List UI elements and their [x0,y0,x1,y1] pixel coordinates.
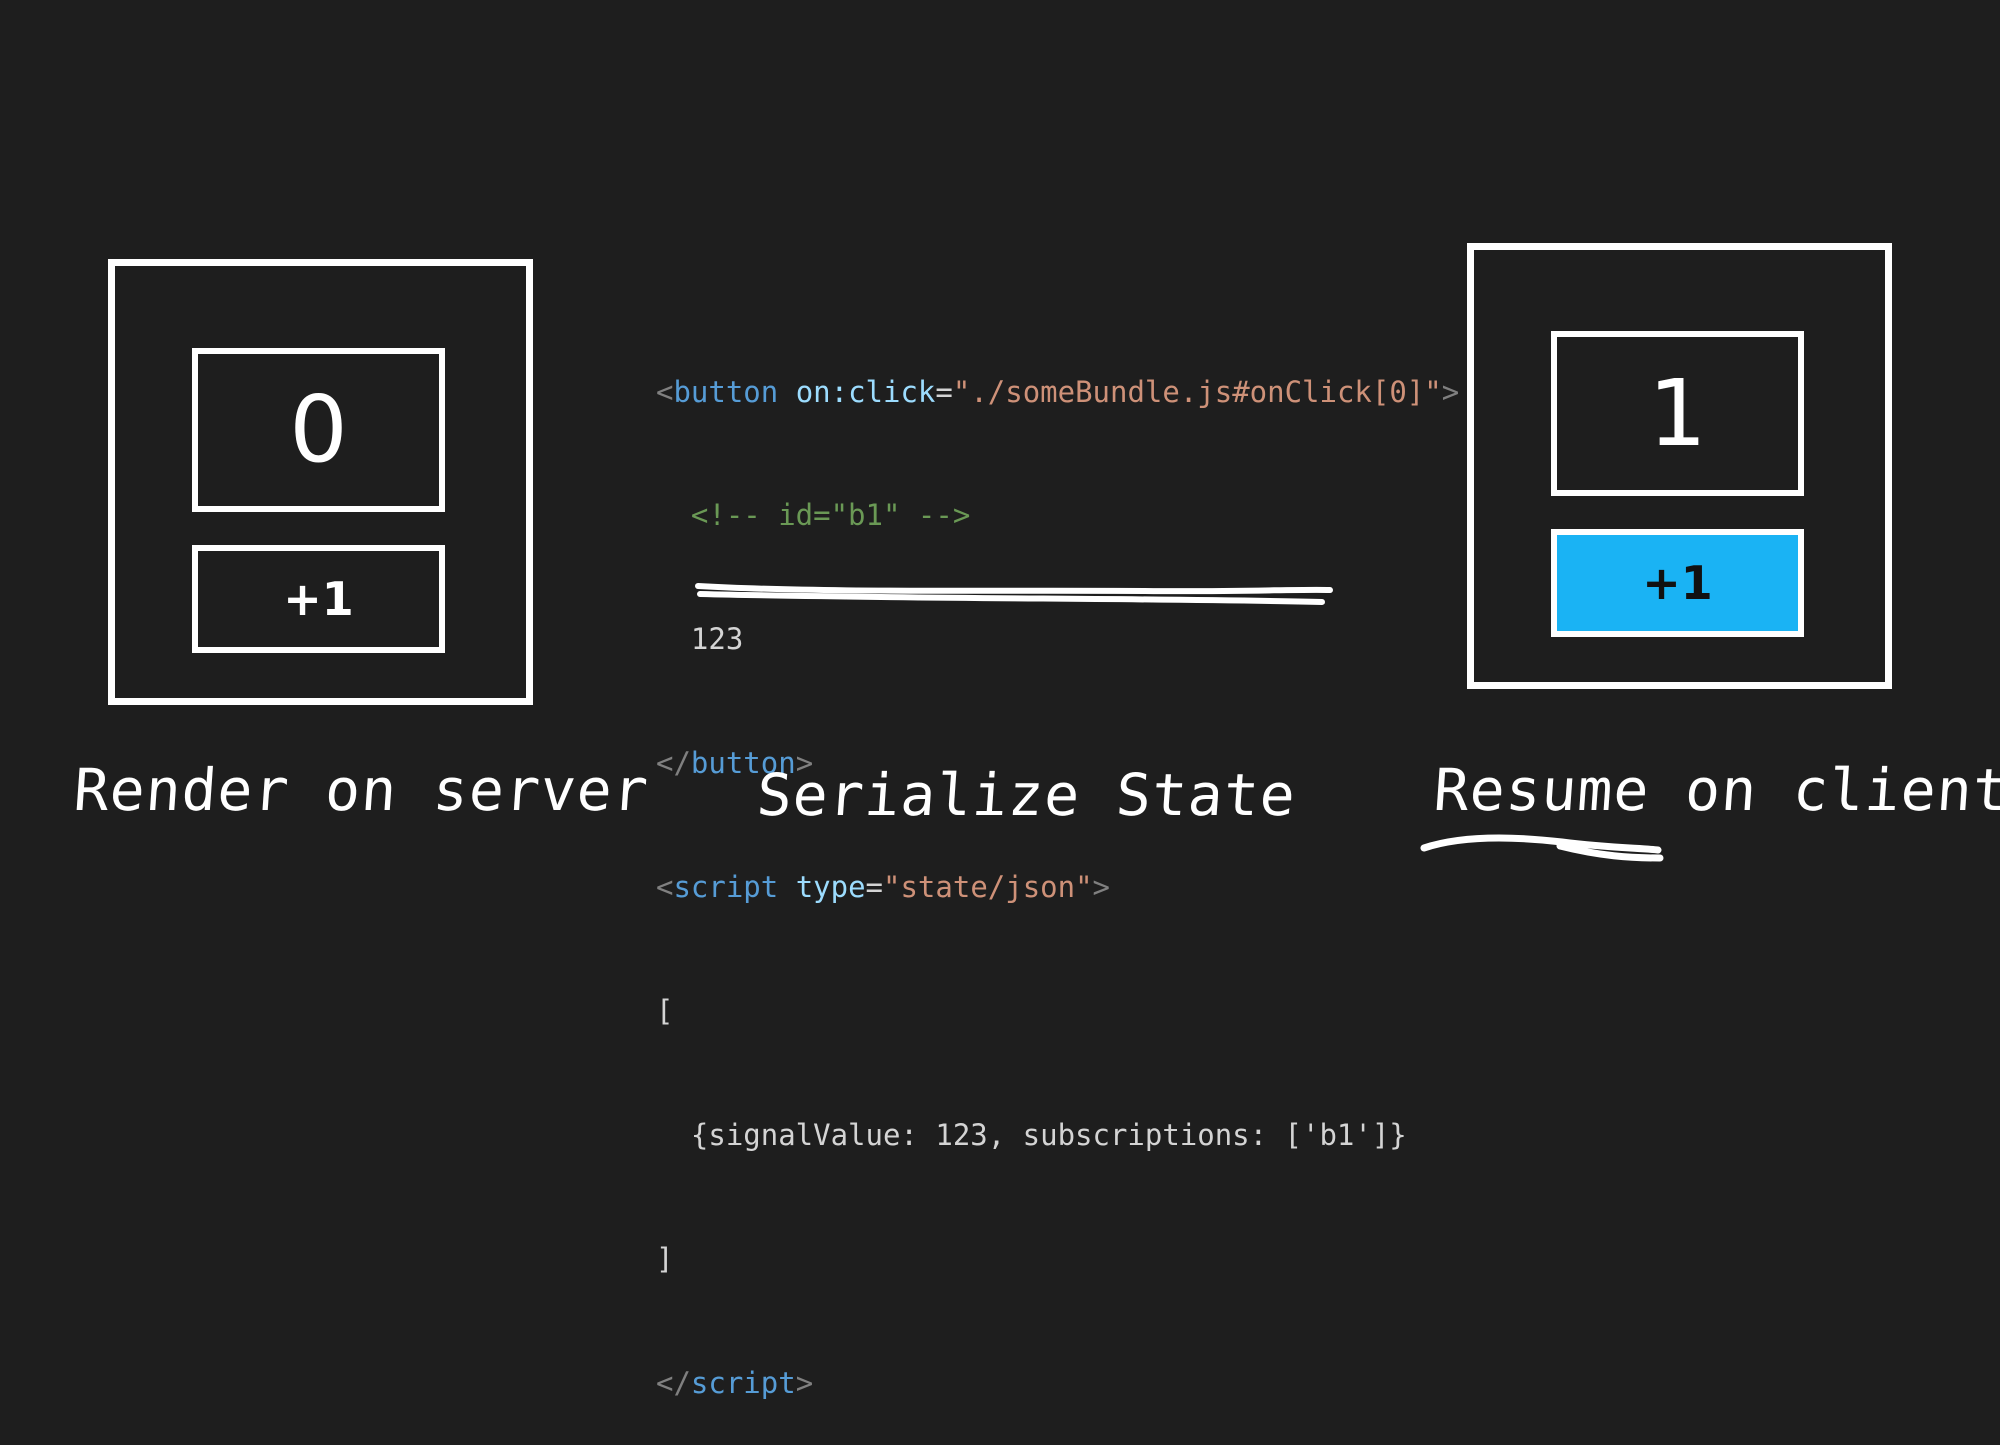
server-count-display: 0 [192,348,445,512]
serialized-code-block: <button on:click="./someBundle.js#onClic… [656,289,1459,1445]
code-token: > [795,1365,814,1400]
code-token [656,622,691,656]
code-line: <button on:click="./someBundle.js#onClic… [656,372,1459,413]
code-token: < [656,374,674,409]
code-line: <script type="state/json"> [656,867,1459,908]
code-line: 123 [656,619,1459,660]
server-increment-button[interactable]: +1 [192,545,445,653]
code-line: {signalValue: 123, subscriptions: ['b1']… [656,1115,1459,1156]
code-token: = [935,374,953,409]
code-token: button [690,746,796,781]
code-token: </ [656,1365,691,1400]
server-panel [108,259,533,705]
code-token [656,498,691,532]
code-line: </script> [656,1363,1459,1404]
code-token: {signalValue: 123, subscriptions: ['b1']… [690,1117,1407,1152]
code-token: button [673,374,779,409]
code-token [778,870,795,904]
code-token: script [690,1365,796,1400]
code-token [778,375,795,409]
code-token: </ [656,746,691,781]
server-caption: Render on server [71,756,652,824]
code-token: on:click [795,374,936,409]
serialize-caption: Serialize State [754,761,1299,829]
client-count-display: 1 [1551,331,1804,496]
caption-underline [1420,834,1664,862]
client-increment-button[interactable]: +1 [1551,529,1804,637]
client-caption-highlight: Resume [1431,756,1652,824]
code-token: script [673,870,779,905]
code-token: <!-- id="b1" --> [690,498,971,533]
client-caption: Resume on client [1432,756,2000,824]
code-token: > [1441,374,1460,409]
code-token: = [865,870,884,905]
code-token: 123 [690,622,744,657]
code-token: > [795,746,814,781]
code-line: </button> [656,743,1459,784]
code-token: ] [656,1241,674,1276]
code-line: ] [656,1239,1459,1280]
client-panel [1467,243,1892,689]
code-token: < [656,870,674,905]
code-token [656,1118,691,1152]
client-caption-rest: on client [1647,756,2000,824]
code-token: > [1092,870,1110,905]
code-line: [ [656,991,1459,1032]
code-token: "state/json" [883,870,1093,905]
code-token: [ [656,994,674,1029]
code-token: type [795,870,866,905]
code-line: <!-- id="b1" --> [656,495,1459,536]
code-token: "./someBundle.js#onClick[0]" [952,374,1442,409]
